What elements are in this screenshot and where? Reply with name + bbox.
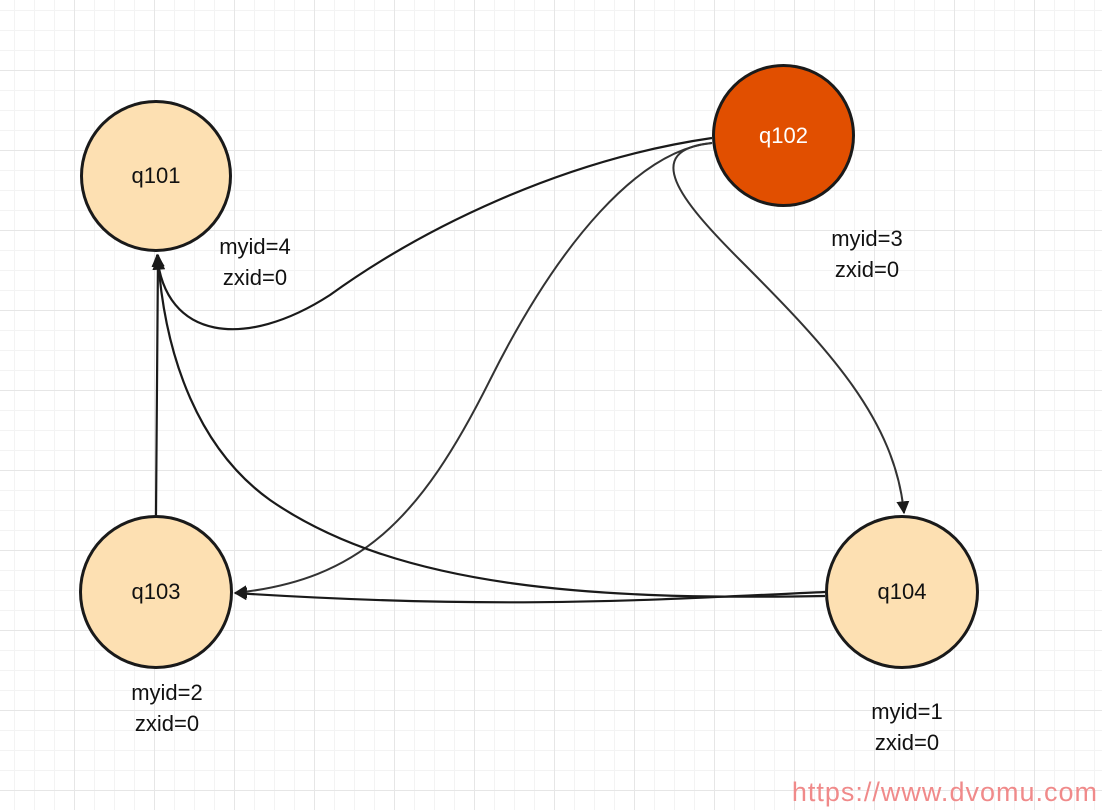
node-q102-info: myid=3 zxid=0 — [812, 223, 922, 285]
edge-q102-q101 — [151, 136, 713, 331]
edge-q104-q101 — [152, 256, 826, 598]
node-q102-label: q102 — [759, 122, 808, 148]
node-q103-label: q103 — [131, 579, 181, 604]
edge-q103-q101 — [151, 253, 165, 516]
node-q101[interactable]: q101 — [80, 100, 232, 252]
node-q102-myid: myid=3 — [831, 226, 903, 251]
node-q101-label: q101 — [131, 163, 181, 188]
node-q103[interactable]: q103 — [79, 515, 233, 669]
node-q104-label: q104 — [877, 579, 927, 604]
node-q103-zxid: zxid=0 — [134, 711, 200, 736]
edge-q102-q103 — [233, 142, 713, 599]
node-q101-myid: myid=4 — [219, 234, 291, 259]
node-q104[interactable]: q104 — [825, 515, 979, 669]
node-q104-info: myid=1 zxid=0 — [852, 696, 962, 758]
watermark-url: https://www.dvomu.com — [791, 777, 1098, 807]
node-q101-info: myid=4 zxid=0 — [200, 231, 310, 293]
node-q101-zxid: zxid=0 — [222, 265, 288, 290]
node-q102-zxid: zxid=0 — [834, 257, 900, 282]
node-q103-info: myid=2 zxid=0 — [112, 677, 222, 739]
edge-q104-q103 — [233, 587, 826, 604]
edge-q102-q104 — [672, 142, 910, 515]
node-q102[interactable]: q102 — [712, 64, 855, 207]
node-q103-myid: myid=2 — [131, 680, 203, 705]
node-q104-myid: myid=1 — [871, 699, 943, 724]
node-q104-zxid: zxid=0 — [874, 730, 940, 755]
